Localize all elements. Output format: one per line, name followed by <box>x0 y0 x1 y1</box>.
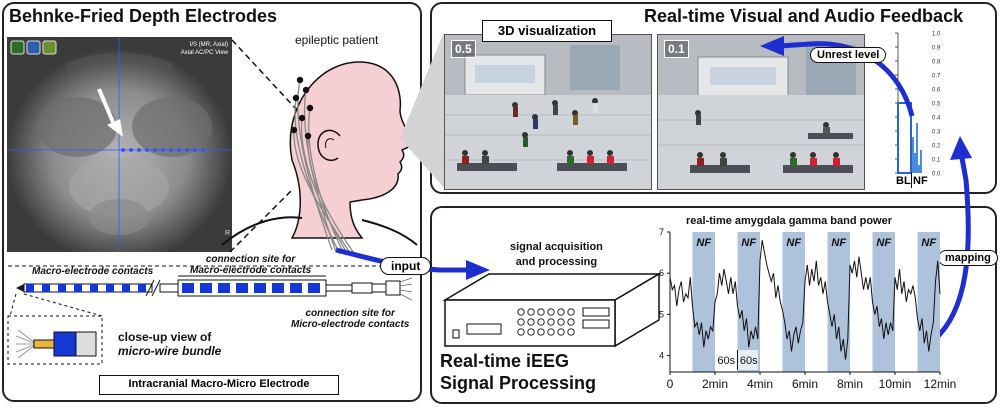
projection-wedge <box>400 32 444 188</box>
gamma-chart-title: real-time amygdala gamma band power <box>686 215 893 227</box>
acquisition-label: signal acquisition and processing <box>510 240 603 270</box>
electrodes-panel-title: Behnke-Fried Depth Electrodes <box>9 6 278 26</box>
nf-block <box>692 232 715 372</box>
closeup-label: close-up view of micro-wire bundle <box>118 330 221 358</box>
viz-label-box: 3D visualization <box>482 20 612 42</box>
unrest-tick-label: 1.0 <box>932 32 941 38</box>
connection-micro-line1: connection site for <box>305 308 395 319</box>
nf-block-label: NF <box>741 237 756 249</box>
unrest-tick-label: 0.6 <box>932 88 941 94</box>
nf-block <box>872 232 895 372</box>
nf-block <box>917 232 940 372</box>
connection-micro-line2: Micro-electrode contacts <box>291 319 410 330</box>
electrode-caption: Intracranial Macro-Micro Electrode <box>128 378 310 390</box>
unrest-tick-label: 0.4 <box>932 116 941 122</box>
connection-macro-label: connection site for Macro-electrode cont… <box>190 254 311 276</box>
connection-macro-line2: Macro-electrode contacts <box>190 265 312 276</box>
scene-high-unrest-graphic <box>445 35 651 189</box>
nf-block-label: NF <box>921 237 936 249</box>
signal-processing-title-line2: Signal Processing <box>440 373 597 393</box>
unrest-nf-label: NF <box>913 175 928 187</box>
feedback-arrow <box>760 36 915 117</box>
unrest-tick-label: 0.1 <box>932 158 941 164</box>
duration-label: 60s <box>717 355 735 367</box>
nf-block-label: NF <box>831 237 846 249</box>
nf-block-label: NF <box>696 237 711 249</box>
unrest-tick-label: 0.9 <box>932 46 941 52</box>
nf-block <box>782 232 805 372</box>
mri-image: R I/S (MR; Axial) Axial AC/PC View <box>7 37 232 252</box>
unrest-tick-label: 0.3 <box>932 130 941 136</box>
x-tick-label: 2min <box>702 377 728 391</box>
mri-overlay-line2: Axial AC/PC View <box>180 50 228 56</box>
input-label: input <box>391 259 421 273</box>
electrode-caption-box: Intracranial Macro-Micro Electrode <box>99 375 339 395</box>
unrest-level-label: Unrest level <box>817 49 880 61</box>
x-tick-label: 12min <box>924 377 957 391</box>
closeup-line2: micro-wire bundle <box>118 344 222 358</box>
scene-low-unrest: 0.1 <box>657 34 865 190</box>
acquisition-line1: signal acquisition <box>510 241 603 253</box>
unrest-tick-label: 0.5 <box>932 102 941 108</box>
y-tick-label: 5 <box>659 309 664 319</box>
closeup-line1: close-up view of <box>118 330 212 344</box>
gamma-band-chart: NF NF NF NF NF NF 4 5 6 7 0 2min 4min 6min 8min 10min 12… <box>659 227 956 391</box>
unrest-tick-label: 0.8 <box>932 60 941 66</box>
patient-label: epileptic patient <box>295 33 379 47</box>
connection-macro-line1: connection site for <box>205 254 296 265</box>
svg-text:R: R <box>225 230 230 237</box>
mapping-label: mapping <box>945 252 991 264</box>
input-label-box: input <box>380 257 432 275</box>
acquisition-line2: and processing <box>515 256 598 268</box>
acquisition-device <box>442 272 662 348</box>
mri-graphic: R <box>7 37 232 252</box>
nf-block <box>827 232 850 372</box>
unrest-level-label-box: Unrest level <box>810 47 887 63</box>
signal-processing-title-line1: Real-time iEEG <box>440 351 570 371</box>
signal-processing-title: Real-time iEEG Signal Processing <box>440 350 596 394</box>
mri-overlay-line1: I/S (MR; Axial) <box>189 42 228 48</box>
x-tick-label: 0 <box>667 377 674 391</box>
x-tick-label: 6min <box>792 377 818 391</box>
macro-contacts-label: Macro-electrode contacts <box>32 266 154 277</box>
unrest-bar-chart: 1.0 0.9 0.8 0.7 0.6 0.5 0.4 0.3 0.2 0.1 0.0 <box>895 32 941 178</box>
nf-block-label: NF <box>876 237 891 249</box>
x-tick-label: 4min <box>747 377 773 391</box>
connection-micro-label: connection site for Micro-electrode cont… <box>291 308 409 330</box>
patient-head-graphic <box>221 39 418 257</box>
unrest-tick-label: 0.0 <box>932 172 941 178</box>
unrest-tick-label: 0.2 <box>932 144 941 150</box>
mapping-label-box: mapping <box>938 250 998 266</box>
bl-nf-separator <box>911 172 912 188</box>
feedback-panel-title: Real-time Visual and Audio Feedback <box>644 6 964 26</box>
unrest-bl-label: BL <box>896 175 911 187</box>
mapping-arrow <box>932 136 972 342</box>
mri-overlay-text: I/S (MR; Axial) Axial AC/PC View <box>181 41 228 57</box>
y-tick-label: 7 <box>659 227 664 237</box>
y-tick-label: 6 <box>659 268 664 278</box>
scene-high-unrest-value: 0.5 <box>451 40 476 58</box>
nf-block-label: NF <box>786 237 801 249</box>
scene-low-unrest-value: 0.1 <box>664 40 689 58</box>
x-tick-label: 8min <box>837 377 863 391</box>
duration-label: 60s <box>740 355 758 367</box>
unrest-tick-label: 0.7 <box>932 74 941 80</box>
gamma-series-line <box>669 240 941 360</box>
x-tick-label: 10min <box>879 377 912 391</box>
nf-block <box>737 232 760 372</box>
scene-high-unrest: 0.5 <box>444 34 652 190</box>
y-tick-label: 4 <box>659 351 664 361</box>
electrode-schematic <box>7 265 414 365</box>
viz-label: 3D visualization <box>497 23 597 38</box>
